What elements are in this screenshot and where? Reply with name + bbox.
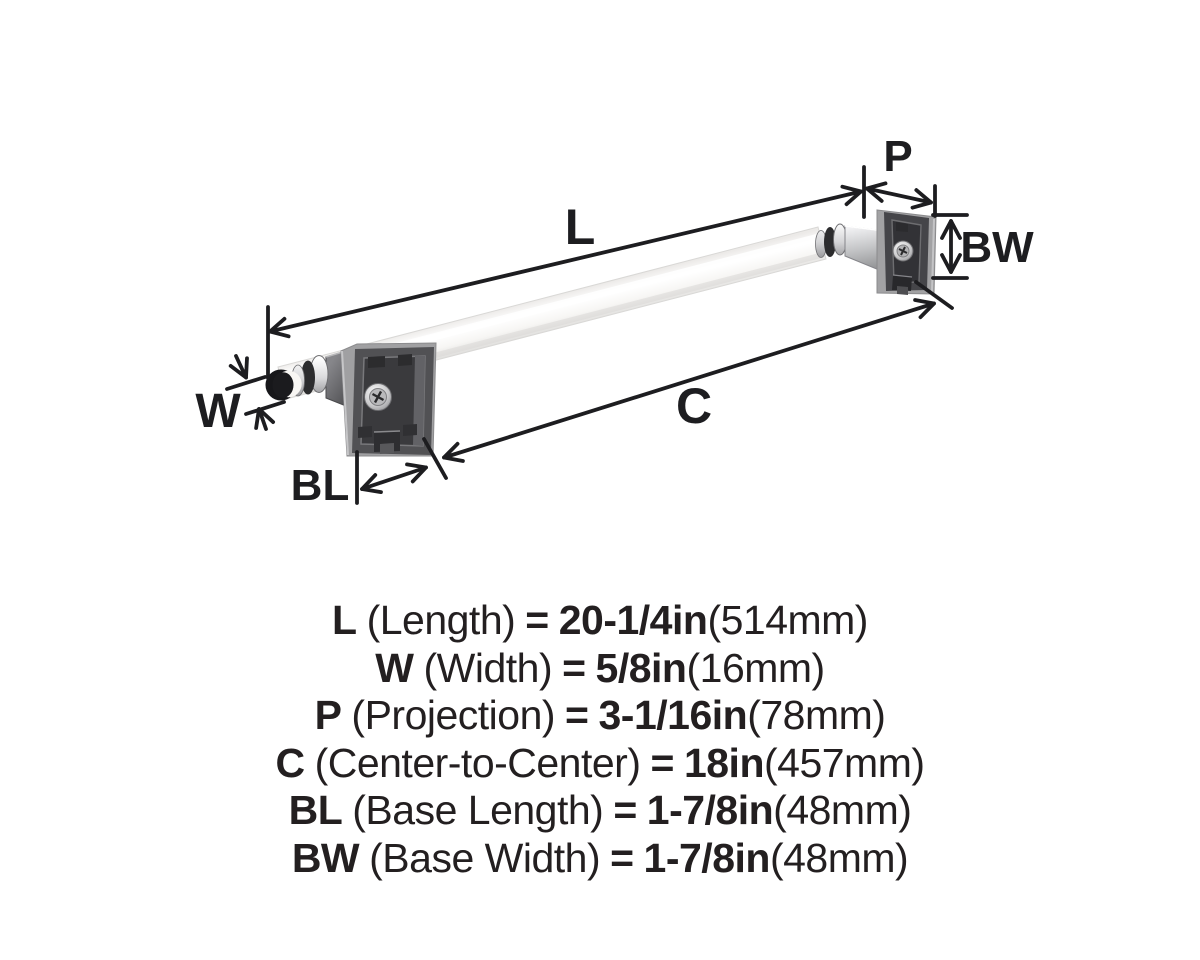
dimension-W <box>225 354 286 431</box>
spec-equals: = <box>565 692 589 738</box>
spec-name: (Base Length) <box>352 787 604 833</box>
spec-name: (Length) <box>366 597 516 643</box>
spec-equals: = <box>610 834 634 881</box>
dimension-C-line <box>442 298 936 463</box>
label-P: P <box>883 132 912 181</box>
dimension-L-line <box>268 184 863 339</box>
spec-value-metric: (48mm) <box>769 834 909 881</box>
spec-name: (Base Width) <box>369 834 601 881</box>
spec-value-metric: (78mm) <box>747 692 886 738</box>
dimension-labels: L P BW C BL W <box>195 132 1034 510</box>
spec-value-imperial: 1-7/8in <box>643 834 771 881</box>
spec-value-metric: (48mm) <box>773 787 912 833</box>
spec-row-base-length: BL(Base Length)=1-7/8in(48mm) <box>0 787 1200 835</box>
spec-table: L(Length)=20-1/4in(514mm) W(Width)=5/8in… <box>0 597 1200 882</box>
spec-letter: L <box>332 597 357 643</box>
right-screw <box>892 240 914 262</box>
dimension-C-tick-left <box>422 437 448 480</box>
label-L: L <box>565 199 596 255</box>
spec-value-imperial: 1-7/8in <box>646 787 774 833</box>
left-mounting-plate <box>340 342 437 457</box>
dimension-BW <box>931 213 969 280</box>
dimension-P <box>865 181 937 218</box>
spec-name: (Center-to-Center) <box>314 739 641 786</box>
spec-equals: = <box>650 739 675 786</box>
spec-equals: = <box>562 644 586 691</box>
dimension-annotations <box>225 165 969 505</box>
dimension-BL-line <box>360 462 428 495</box>
spec-value-imperial: 3-1/16in <box>598 692 748 738</box>
spec-letter: P <box>314 692 342 738</box>
dimension-W-tick-bottom <box>244 400 286 416</box>
label-C: C <box>676 378 712 434</box>
spec-value-metric: (16mm) <box>686 644 825 691</box>
spec-letter: C <box>275 739 305 786</box>
spec-row-width: W(Width)=5/8in(16mm) <box>0 645 1200 693</box>
spec-row-length: L(Length)=20-1/4in(514mm) <box>0 597 1200 645</box>
spec-name: (Width) <box>423 644 553 691</box>
spec-row-center-to-center: C(Center-to-Center)=18in(457mm) <box>0 740 1200 788</box>
label-W: W <box>195 385 241 438</box>
dimension-C <box>422 280 954 480</box>
dimension-L <box>266 165 866 380</box>
right-post-collar <box>815 223 885 273</box>
spec-letter: BW <box>291 834 360 881</box>
left-screw <box>364 383 392 411</box>
right-mounting-plate <box>876 209 937 295</box>
spec-letter: BL <box>288 787 343 833</box>
spec-value-imperial: 18in <box>683 739 765 786</box>
spec-value-imperial: 5/8in <box>595 644 687 691</box>
spec-row-projection: P(Projection)=3-1/16in(78mm) <box>0 692 1200 740</box>
bar-end-cap <box>265 369 302 401</box>
dimension-C-tick-right <box>914 280 954 310</box>
spec-equals: = <box>525 597 549 643</box>
dimension-P-line <box>865 181 933 210</box>
spec-row-base-width: BW(Base Width)=1-7/8in(48mm) <box>0 835 1200 883</box>
spec-value-metric: (457mm) <box>764 739 925 786</box>
spec-value-imperial: 20-1/4in <box>558 597 708 643</box>
spec-value-metric: (514mm) <box>707 597 868 643</box>
dimension-W-arrow-top <box>228 354 249 380</box>
spec-equals: = <box>613 787 637 833</box>
dimension-BL <box>355 450 428 505</box>
spec-name: (Projection) <box>351 692 556 738</box>
spec-letter: W <box>375 644 414 691</box>
label-BL: BL <box>291 461 350 510</box>
dimension-W-tick-top <box>225 375 267 391</box>
label-BW: BW <box>960 223 1034 272</box>
dimension-W-arrow-bottom <box>254 407 276 431</box>
